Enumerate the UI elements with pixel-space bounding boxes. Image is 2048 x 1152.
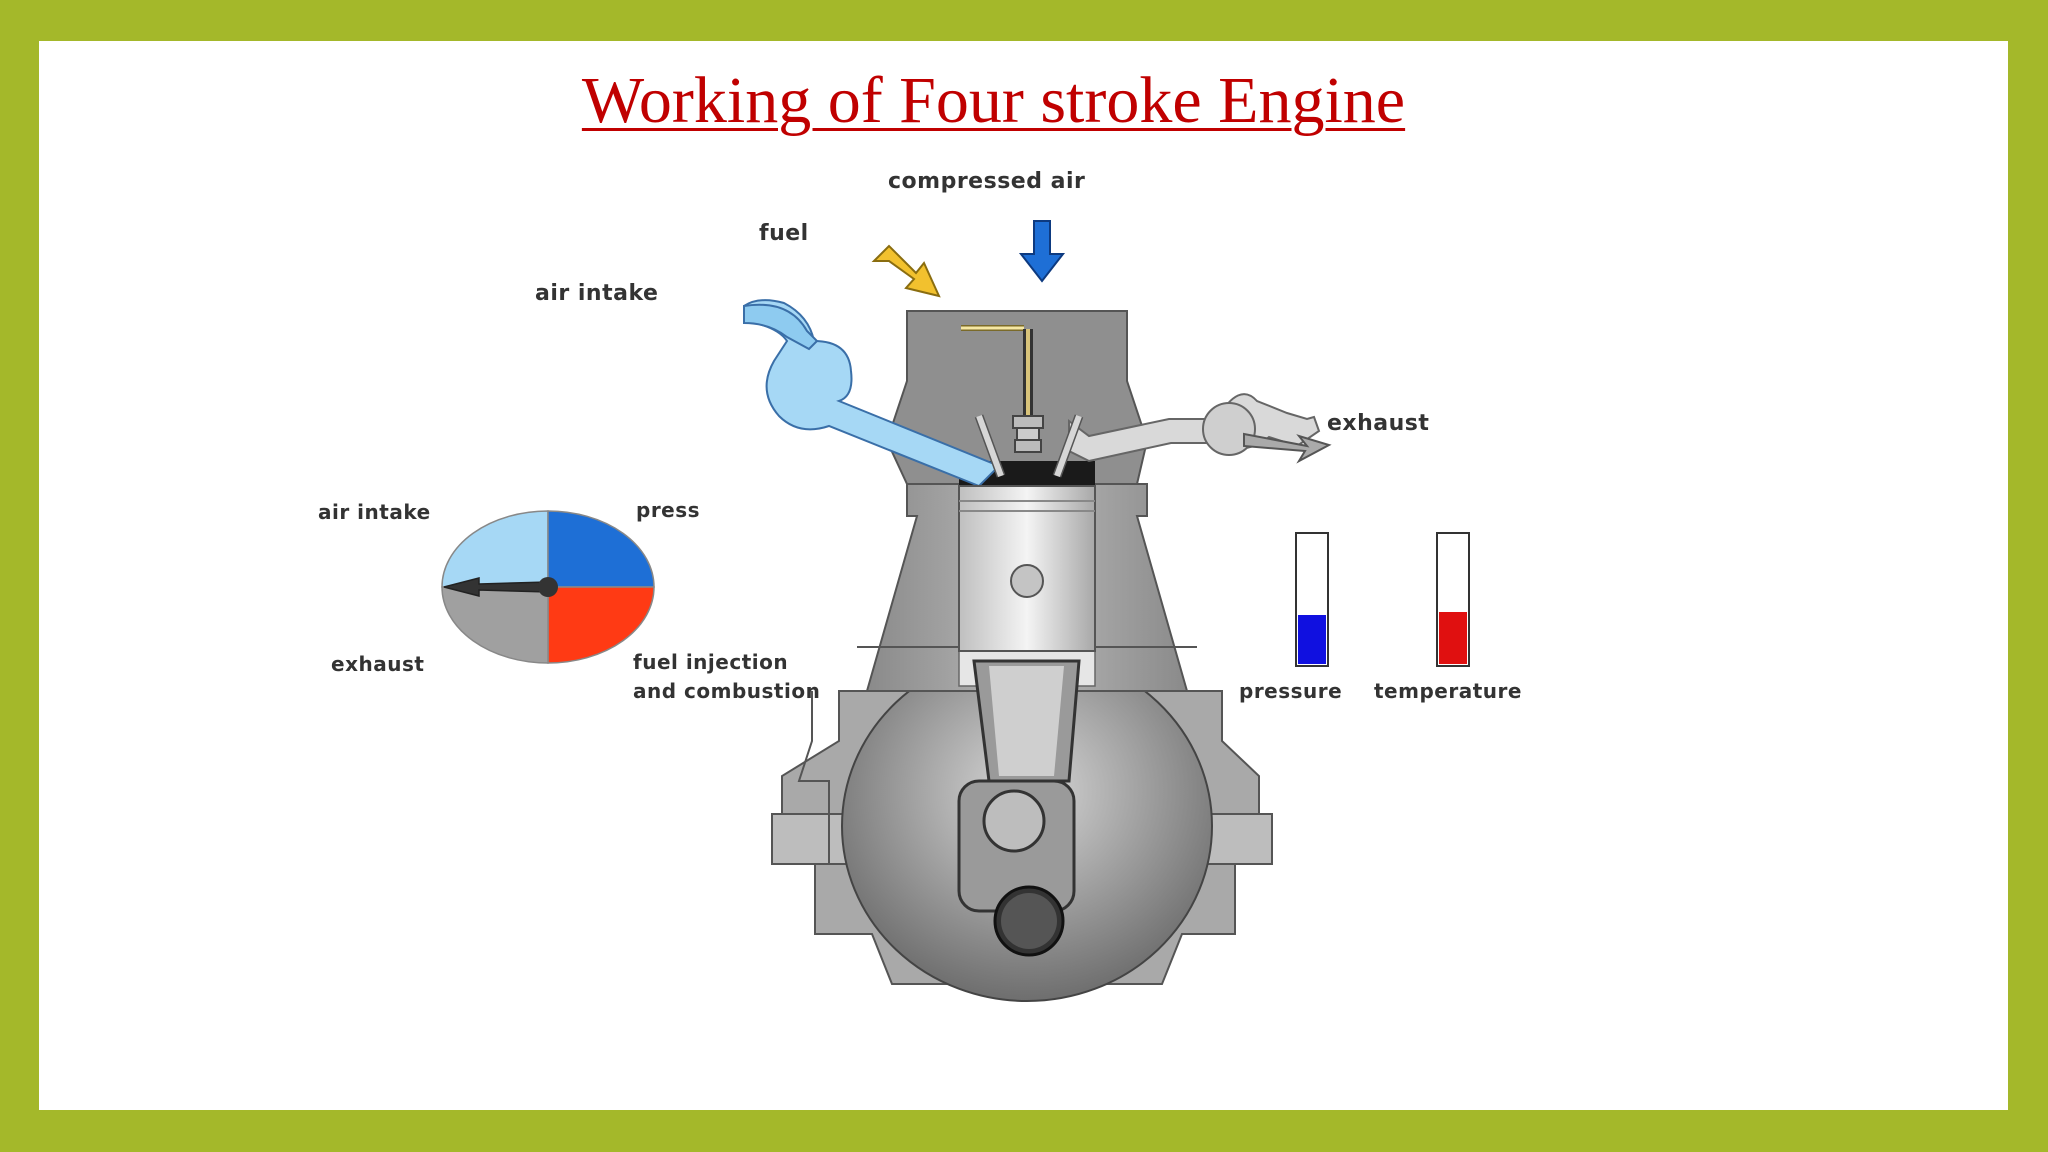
slide-title: Working of Four stroke Engine <box>581 64 1406 137</box>
dial-air-intake-label: air intake <box>318 500 431 524</box>
intake-port <box>743 299 1001 488</box>
dial-exhaust-label: exhaust <box>331 652 425 676</box>
dial-intake-segment <box>441 510 549 588</box>
combustion-label: and combustion <box>633 679 821 703</box>
compressed-air-label: compressed air <box>888 169 1086 194</box>
dial-exhaust-segment <box>441 586 549 664</box>
fuel-injector <box>961 325 1044 453</box>
fuel-arrow <box>871 244 941 298</box>
piston <box>958 485 1096 652</box>
temperature-gauge <box>1436 532 1470 667</box>
dial-combustion-segment <box>547 586 655 664</box>
compressed-air-arrow <box>1018 220 1066 283</box>
exhaust-label: exhaust <box>1327 411 1430 436</box>
pressure-label: pressure <box>1239 679 1343 703</box>
dial-press-label: press <box>636 498 701 522</box>
pressure-gauge-fill <box>1298 615 1326 664</box>
fuel-label: fuel <box>759 221 809 246</box>
valves <box>974 414 1084 478</box>
slide: Working of Four stroke Engine <box>39 41 2008 1110</box>
temperature-label: temperature <box>1374 679 1522 703</box>
connecting-rod <box>957 659 1081 957</box>
dial-press-segment <box>547 510 655 588</box>
exhaust-port <box>1068 393 1332 464</box>
pressure-gauge <box>1295 532 1329 667</box>
temperature-gauge-fill <box>1439 612 1467 664</box>
fuel-injection-label: fuel injection <box>633 650 789 674</box>
dial-needle <box>443 577 558 597</box>
cycle-dial <box>441 510 655 664</box>
air-intake-label: air intake <box>535 281 659 306</box>
engine-diagram <box>441 220 1470 1002</box>
